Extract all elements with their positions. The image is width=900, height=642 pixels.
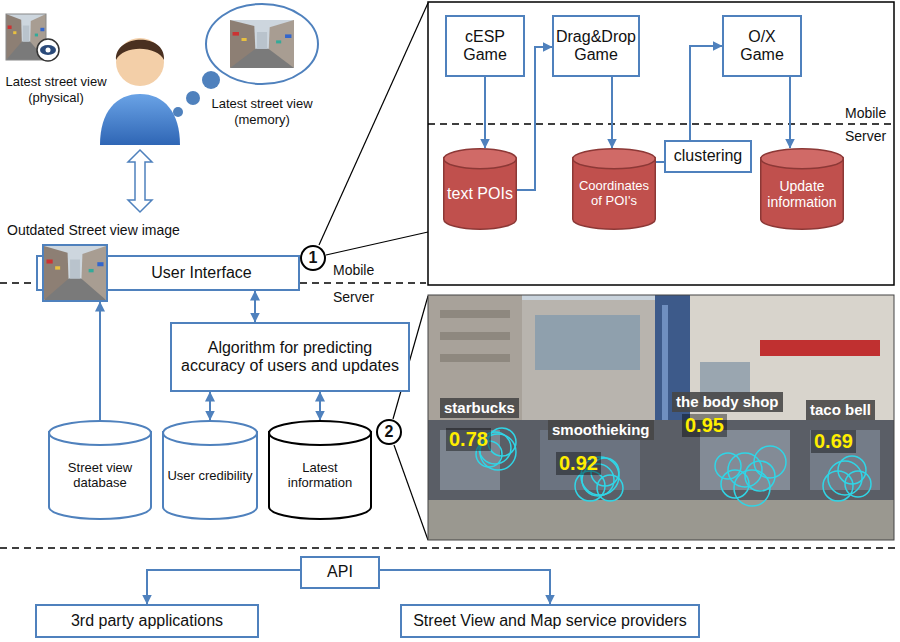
node-text: API bbox=[327, 563, 353, 581]
poi-name: smoothieking bbox=[548, 420, 654, 440]
node-text: Drag&Drop Game bbox=[556, 28, 636, 65]
image-caption: Latest street view (physical) bbox=[0, 74, 112, 105]
process-box: Algorithm for predicting accuracy of use… bbox=[170, 322, 410, 392]
node-text: Street View and Map service providers bbox=[413, 612, 687, 630]
node-text: Algorithm for predicting accuracy of use… bbox=[177, 339, 403, 376]
node-text: 3rd party applications bbox=[71, 612, 223, 630]
flow-arrow bbox=[254, 291, 256, 322]
callout-number: 2 bbox=[376, 419, 402, 445]
game-box: Drag&Drop Game bbox=[552, 15, 640, 77]
flow-arrow bbox=[789, 77, 791, 148]
image-heading: Outdated Street view image bbox=[7, 222, 180, 238]
api-divider bbox=[0, 547, 900, 549]
street-screenshot bbox=[428, 295, 894, 540]
api-box: API bbox=[300, 556, 380, 589]
node-text: Update information bbox=[764, 178, 840, 210]
flow-arrow bbox=[99, 302, 101, 420]
street-image: Outdated Street view image bbox=[42, 244, 108, 302]
database-cylinder: Street view database bbox=[48, 420, 152, 520]
game-box: cESP Game bbox=[445, 15, 525, 77]
flow-arrow bbox=[319, 392, 321, 420]
flow-arrow bbox=[147, 570, 300, 604]
flow-arrow bbox=[484, 77, 486, 148]
poi-score: 0.78 bbox=[446, 428, 491, 451]
node-text: clustering bbox=[674, 147, 742, 165]
node-text: User Interface bbox=[151, 264, 251, 282]
tier-label: Mobile bbox=[333, 262, 374, 279]
node-text: Latest information bbox=[272, 461, 368, 491]
poi-score: 0.69 bbox=[811, 430, 856, 453]
flow-arrow bbox=[209, 392, 211, 420]
flow-arrow bbox=[656, 161, 664, 163]
zoom-frame bbox=[428, 2, 894, 285]
database-cylinder: Coordinates of POI's bbox=[572, 148, 656, 230]
poi-score: 0.95 bbox=[682, 414, 727, 437]
poi-name: the body shop bbox=[672, 392, 783, 412]
database-cylinder: text POIs bbox=[443, 148, 517, 230]
database-cylinder: Update information bbox=[760, 148, 844, 230]
process-box: clustering bbox=[664, 140, 752, 173]
node-text: Coordinates of POI's bbox=[576, 179, 652, 209]
image-caption: Latest street view (memory) bbox=[206, 96, 318, 127]
node-text: Street view database bbox=[52, 461, 148, 491]
double-block-arrow bbox=[128, 150, 152, 212]
tier-label: Server bbox=[333, 289, 374, 306]
flow-arrow bbox=[690, 46, 722, 140]
consumer-box: Street View and Map service providers bbox=[400, 604, 700, 638]
tier-label: Server bbox=[845, 128, 886, 145]
database-cylinder: User credibility bbox=[162, 420, 258, 520]
person-figure bbox=[100, 38, 180, 145]
poi-score: 0.92 bbox=[556, 452, 601, 475]
node-text: O/X Game bbox=[729, 28, 795, 65]
callout-number: 1 bbox=[300, 245, 326, 271]
street-photo bbox=[44, 246, 106, 300]
node-text: User credibility bbox=[167, 469, 252, 484]
flow-arrow bbox=[380, 570, 550, 604]
database-cylinder: Latest information bbox=[268, 420, 372, 520]
consumer-box: 3rd party applications bbox=[35, 604, 259, 638]
tier-label: Mobile bbox=[845, 105, 886, 122]
poi-name: starbucks bbox=[440, 398, 519, 418]
node-text: cESP Game bbox=[452, 28, 518, 65]
poi-name: taco bell bbox=[806, 400, 875, 420]
physical-street-image bbox=[6, 14, 59, 61]
zoom-mobile-server-divider bbox=[428, 123, 894, 125]
game-box: O/X Game bbox=[722, 15, 802, 77]
flow-arrow bbox=[611, 77, 613, 148]
node-text: text POIs bbox=[447, 185, 513, 203]
